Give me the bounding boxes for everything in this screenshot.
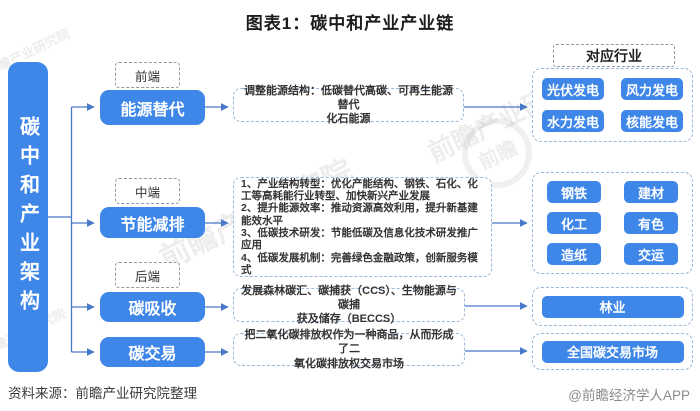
industry-chip: 交运 [624,243,678,265]
industry-chip: 钢铁 [547,181,601,203]
stage-node-energy-saving: 节能减排 [100,207,205,238]
architecture-pillar: 碳中和产业架构 [8,62,48,372]
industries-header: 对应行业 [553,44,675,67]
industry-chip: 全国碳交易市场 [541,340,684,363]
architecture-label: 碳中和产业架构 [16,115,39,319]
industry-group-heavy: 钢铁 建材 化工 有色 造纸 交运 [532,172,693,274]
source-note: 资料来源：前瞻产业研究院整理 [8,386,197,401]
phase-label-back: 后端 [115,262,180,288]
industry-chip: 建材 [624,181,678,203]
industry-chip: 有色 [624,212,678,234]
industry-chip: 核能发电 [621,110,683,132]
industry-chip: 风力发电 [621,78,683,100]
credit-note: @前瞻经济学人APP [568,388,690,403]
stage-node-carbon-absorption: 碳吸收 [100,292,205,322]
industry-group-power: 光伏发电 风力发电 水力发电 核能发电 [532,68,693,142]
industry-chip: 林业 [541,295,684,318]
industry-chip: 光伏发电 [542,78,604,100]
phase-label-front: 前端 [115,62,180,88]
industry-group-forestry: 林业 [532,287,693,326]
description-energy-substitution: 调整能源结构：低碳替代高碳、可再生能源替代 化石能源 [233,85,464,125]
industry-chip: 造纸 [547,243,601,265]
phase-label-mid: 中端 [115,178,180,204]
stage-node-carbon-trading: 碳交易 [100,337,205,367]
description-carbon-absorption: 发展森林碳汇、碳捕获（CCS）、生物能源与碳捕 获及储存（BECCS） [233,285,465,325]
industry-chip: 化工 [547,212,601,234]
description-energy-saving: 1、产业结构转型：优化产能结构、钢铁、石化、化工等高耗能行业转型、加快新兴产业发… [233,177,492,277]
industry-group-carbon-market: 全国碳交易市场 [532,333,693,370]
stage-node-energy-substitution: 能源替代 [100,90,205,125]
description-carbon-trading: 把二氧化碳排放权作为一种商品，从而形成了二 氧化碳排放权交易市场 [233,329,465,370]
industry-chip: 水力发电 [542,110,604,132]
chart-title: 图表1：碳中和产业产业链 [245,14,455,33]
